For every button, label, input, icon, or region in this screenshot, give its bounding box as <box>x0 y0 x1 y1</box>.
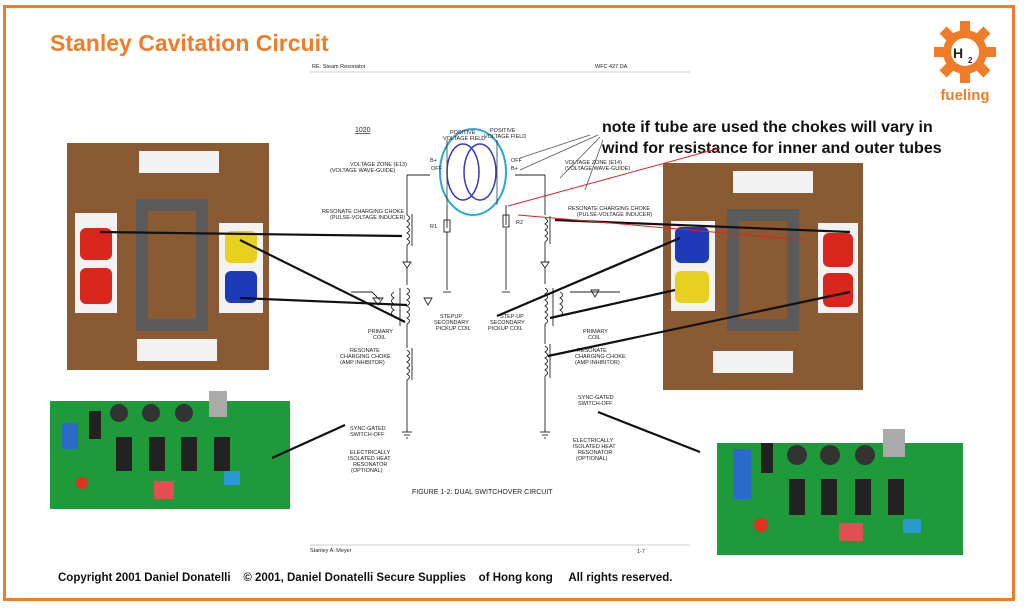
svg-text:R2: R2 <box>516 220 523 226</box>
right-reactor-photo <box>663 163 863 390</box>
svg-text:OFF: OFF <box>511 158 523 164</box>
logo-subscript: 2 <box>968 56 973 65</box>
doc-footer-left: Stanley A. Meyer <box>310 548 352 554</box>
h2-fueling-logo: H 2 fueling <box>932 20 998 104</box>
annotation-circle <box>439 128 507 216</box>
left-pcb-photo <box>44 383 296 513</box>
svg-text:RESONATE CHARGING CHOKE(PULSE-: RESONATE CHARGING CHOKE(PULSE-VOLTAGE IN… <box>322 209 405 221</box>
doc-ref-number: 1020 <box>355 127 371 134</box>
gear-icon: H 2 fueling <box>934 21 996 104</box>
svg-text:B+: B+ <box>430 158 437 164</box>
copyright-footer: Copyright 2001 Daniel Donatelli © 2001, … <box>58 572 673 584</box>
figure-caption: FIGURE 1-2: DUAL SWITCHOVER CIRCUIT <box>412 489 553 496</box>
inner-tube <box>463 143 497 201</box>
outer-tube <box>446 143 480 201</box>
doc-footer-right: 1-7 <box>637 549 645 555</box>
svg-text:VOLTAGE ZONE (E14)(VOLTAGE WAV: VOLTAGE ZONE (E14)(VOLTAGE WAVE-GUIDE) <box>565 160 630 172</box>
svg-text:OFF: OFF <box>431 166 443 172</box>
right-pcb-photo <box>713 427 971 559</box>
logo-symbol: H <box>953 45 963 61</box>
page-title: Stanley Cavitation Circuit <box>50 30 329 56</box>
doc-header-left: RE: Steam Resonator <box>312 64 366 70</box>
svg-text:RESONATE CHARGING CHOKE(PULSE-: RESONATE CHARGING CHOKE(PULSE-VOLTAGE IN… <box>568 206 652 218</box>
doc-header-right: WFC 427 DA <box>595 64 628 70</box>
left-reactor-photo <box>67 143 269 370</box>
svg-text:R1: R1 <box>430 224 437 230</box>
svg-text:B+: B+ <box>511 166 518 172</box>
svg-text:VOLTAGE ZONE (E13)(VOLTAGE WAV: VOLTAGE ZONE (E13)(VOLTAGE WAVE-GUIDE) <box>330 162 407 174</box>
logo-word: fueling <box>940 87 989 104</box>
slide-frame <box>3 5 1015 601</box>
